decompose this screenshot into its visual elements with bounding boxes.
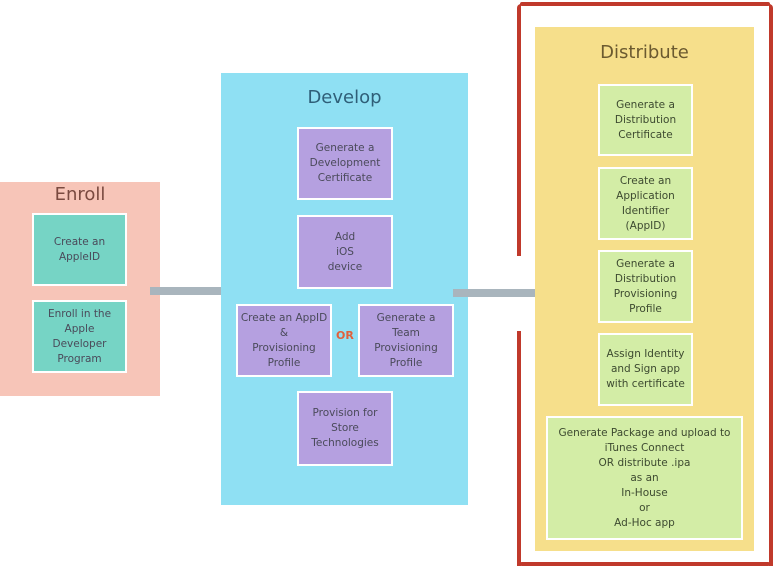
highlight-right: [769, 4, 773, 566]
arrow-enroll-to-develop: [150, 280, 246, 302]
step-dev-certificate: Generate a Development Certificate: [297, 127, 393, 200]
step-enroll-program: Enroll in the Apple Developer Program: [32, 300, 127, 373]
highlight-left-upper: [517, 4, 521, 256]
step-create-appid-profile: Create an AppID & Provisioning Profile: [236, 304, 332, 377]
develop-panel: Develop Generate a Development Certifica…: [221, 73, 468, 505]
distribute-title: Distribute: [600, 42, 689, 63]
highlight-bottom: [520, 562, 770, 566]
highlight-top: [520, 2, 770, 6]
enroll-panel: Enroll Create an AppleID Enroll in the A…: [0, 182, 160, 396]
arrow-develop-to-distribute: [453, 282, 561, 304]
step-dist-certificate: Generate a Distribution Certificate: [598, 84, 693, 156]
distribute-panel: Distribute Generate a Distribution Certi…: [535, 27, 754, 551]
or-label: OR: [336, 329, 354, 342]
step-sign-app: Assign Identity and Sign app with certif…: [598, 333, 693, 406]
step-package-upload: Generate Package and upload to iTunes Co…: [546, 416, 743, 540]
step-team-profile: Generate a Team Provisioning Profile: [358, 304, 454, 377]
step-store-technologies: Provision for Store Technologies: [297, 391, 393, 466]
highlight-left-lower: [517, 331, 521, 566]
step-create-app-identifier: Create an Application Identifier (AppID): [598, 167, 693, 240]
step-create-appleid: Create an AppleID: [32, 213, 127, 286]
enroll-title: Enroll: [54, 184, 106, 205]
step-dist-profile: Generate a Distribution Provisioning Pro…: [598, 250, 693, 323]
step-add-ios-device: Add iOS device: [297, 215, 393, 289]
develop-title: Develop: [307, 87, 382, 108]
